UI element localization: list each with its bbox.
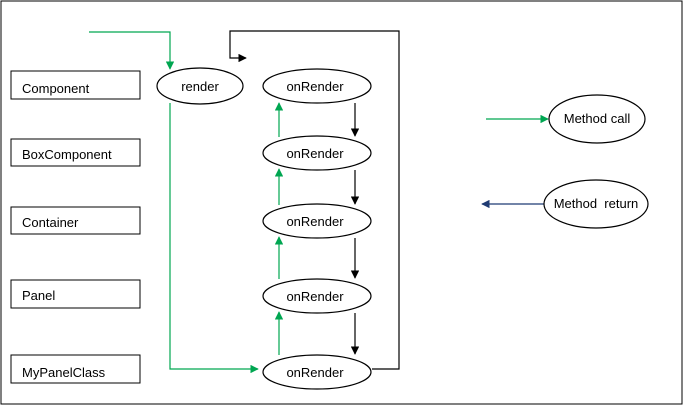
entry-call-arrow: [89, 31, 175, 70]
onrender-node-2: onRender: [262, 135, 372, 171]
onrender-node-4: onRender: [262, 278, 372, 314]
return-loop-arrow: [229, 30, 400, 370]
class-label-container: Container: [22, 215, 79, 230]
class-box-boxcomponent: BoxComponent: [10, 138, 141, 167]
class-box-container: Container: [10, 206, 141, 235]
class-box-mypanelclass: MyPanelClass: [10, 354, 141, 384]
onrender-node-1: onRender: [262, 68, 372, 104]
legend-method-call: Method call: [486, 94, 646, 144]
class-box-panel: Panel: [10, 279, 141, 309]
onrender-label-3: onRender: [286, 214, 344, 229]
class-label-boxcomponent: BoxComponent: [22, 147, 112, 162]
legend-return-label: Method return: [554, 196, 639, 211]
render-call-arrow: [169, 103, 259, 374]
class-label-mypanelclass: MyPanelClass: [22, 365, 106, 380]
onrender-label-2: onRender: [286, 146, 344, 161]
onrender-label-5: onRender: [286, 365, 344, 380]
legend-call-ellipse: [548, 94, 646, 144]
legend-method-return: Method return: [481, 179, 649, 229]
render-node: render: [156, 67, 244, 105]
onrender-label-4: onRender: [286, 289, 344, 304]
render-label: render: [181, 79, 219, 94]
legend-call-label: Method call: [564, 111, 631, 126]
onrender-label-1: onRender: [286, 79, 344, 94]
legend-return-ellipse: [543, 179, 649, 229]
class-box-component: Component: [10, 70, 141, 100]
class-label-component: Component: [22, 81, 90, 96]
onrender-node-5: onRender: [262, 354, 372, 390]
class-label-panel: Panel: [22, 288, 55, 303]
onrender-node-3: onRender: [262, 203, 372, 239]
